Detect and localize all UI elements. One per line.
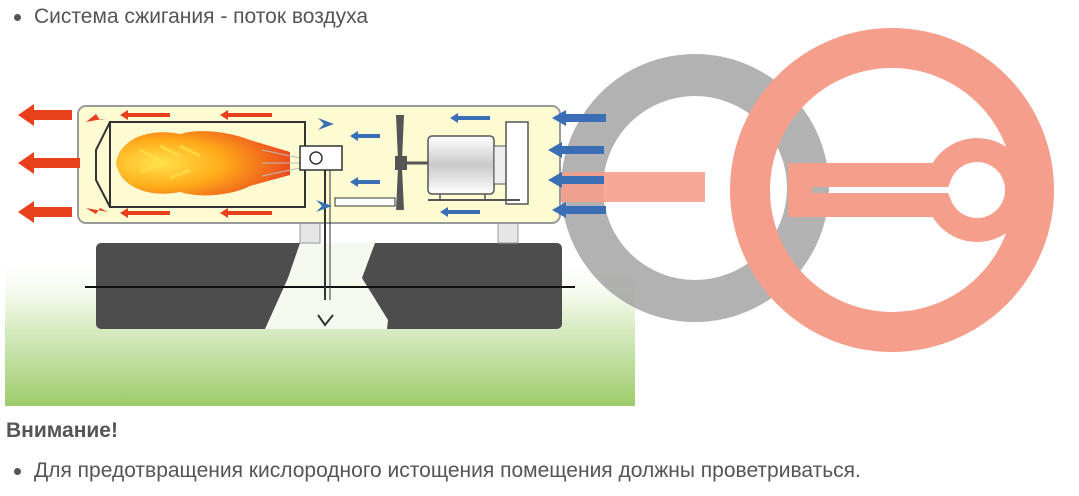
fan-icon: [395, 115, 428, 210]
bullet-icon: [14, 467, 21, 475]
nozzle-assembly: [299, 145, 396, 327]
combustion-chamber: [95, 121, 306, 208]
hot-air-outlet-arrows: [18, 104, 80, 223]
airflow-diagram: [5, 28, 1054, 406]
warning-heading: Внимание!: [6, 419, 118, 442]
list-item: Для предотвращения кислородного истощени…: [14, 459, 861, 483]
motor-icon: [427, 121, 529, 205]
list-item-label: Для предотвращения кислородного истощени…: [34, 459, 861, 482]
cold-air-inner-arrows: [316, 113, 490, 217]
list-item-label: Система сжигания - поток воздуха: [34, 5, 369, 28]
list-item: Система сжигания - поток воздуха: [14, 5, 368, 29]
hot-air-inner-arrows: [86, 110, 272, 218]
cold-air-intake-arrows: [548, 110, 606, 218]
bullet-icon: [14, 13, 21, 21]
watermark-logo: [520, 28, 1054, 352]
heater-stand: [85, 220, 575, 329]
